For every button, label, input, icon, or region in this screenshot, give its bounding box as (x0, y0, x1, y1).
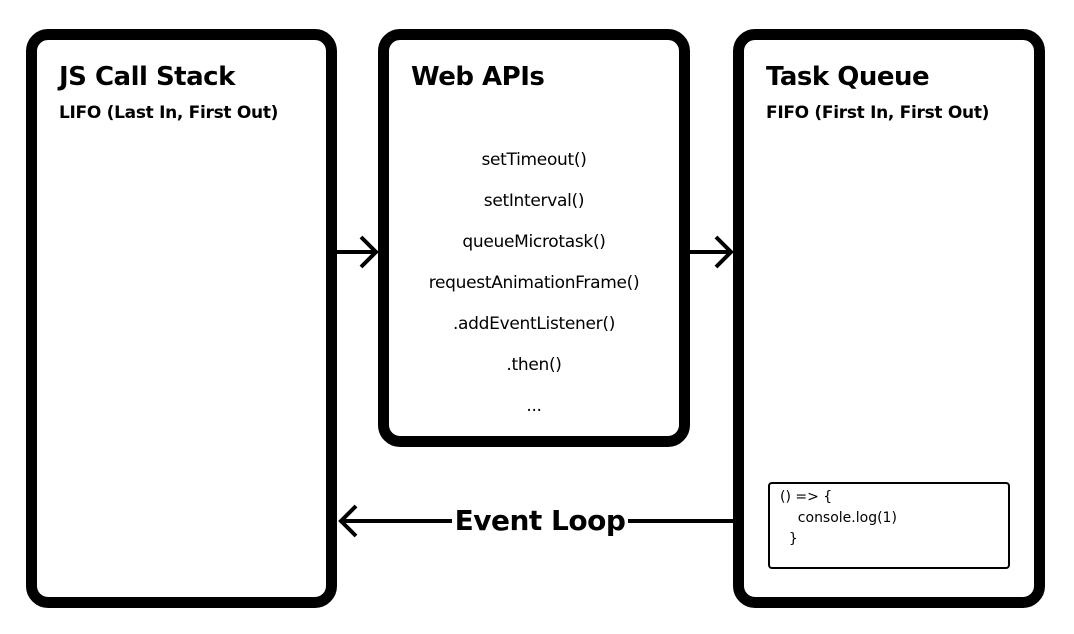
callback-code-line: console.log(1) (780, 510, 897, 526)
call-stack-subtitle: LIFO (Last In, First Out) (59, 103, 279, 123)
task-queue-subtitle: FIFO (First In, First Out) (766, 103, 990, 123)
web-api-list: setTimeout() setInterval() queueMicrotas… (389, 140, 679, 427)
event-loop-label: Event Loop (452, 504, 628, 537)
callback-code-line: () => { (780, 489, 833, 505)
web-api-item: requestAnimationFrame() (428, 273, 640, 293)
web-apis-title: Web APIs (411, 62, 545, 92)
arrow-webapis-to-taskqueue (690, 235, 734, 269)
web-api-item: .then() (506, 355, 562, 375)
web-apis-panel: Web APIs setTimeout() setInterval() queu… (378, 29, 690, 447)
arrow-callstack-to-webapis (337, 235, 379, 269)
queued-callback-box: () => { console.log(1) } (768, 482, 1010, 569)
task-queue-title: Task Queue (766, 62, 930, 92)
call-stack-title: JS Call Stack (59, 62, 235, 92)
task-queue-panel: Task Queue FIFO (First In, First Out) ()… (733, 29, 1045, 608)
web-api-item: ... (526, 396, 542, 416)
web-api-item: .addEventListener() (452, 314, 616, 334)
web-api-item: queueMicrotask() (462, 232, 606, 252)
web-api-item: setInterval() (483, 191, 585, 211)
web-api-item: setTimeout() (481, 150, 587, 170)
callback-code-line: } (780, 531, 798, 547)
call-stack-panel: JS Call Stack LIFO (Last In, First Out) (26, 29, 337, 608)
